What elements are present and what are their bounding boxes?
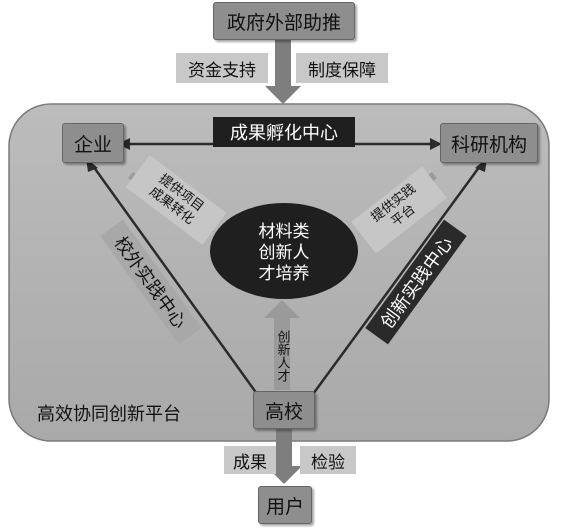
research-institute-box: 科研机构	[440, 123, 538, 163]
system-guarantee-label: 制度保障	[296, 53, 388, 83]
incubation-center-label: 成果孵化中心	[213, 117, 355, 147]
innovative-talent-label: 创新人才	[268, 318, 296, 394]
user-box: 用户	[258, 486, 312, 524]
government-box: 政府外部助推	[213, 2, 355, 40]
university-to-center-arrow	[264, 300, 300, 390]
center-line-3: 才培养	[258, 264, 310, 284]
center-text: 材料类 创新人 才培养	[234, 222, 334, 285]
platform-label: 高效协同创新平台	[37, 404, 181, 425]
test-label: 检验	[300, 446, 356, 474]
top-down-arrow	[265, 38, 301, 104]
university-box: 高校	[253, 391, 315, 429]
funding-support-label: 资金支持	[176, 53, 268, 83]
enterprise-box: 企业	[62, 123, 124, 163]
result-label: 成果	[224, 446, 276, 474]
center-ellipse	[210, 203, 358, 299]
center-line-2: 创新人	[258, 243, 310, 263]
innovative-talent-text: 创新人才	[274, 330, 290, 382]
center-line-1: 材料类	[258, 222, 310, 242]
